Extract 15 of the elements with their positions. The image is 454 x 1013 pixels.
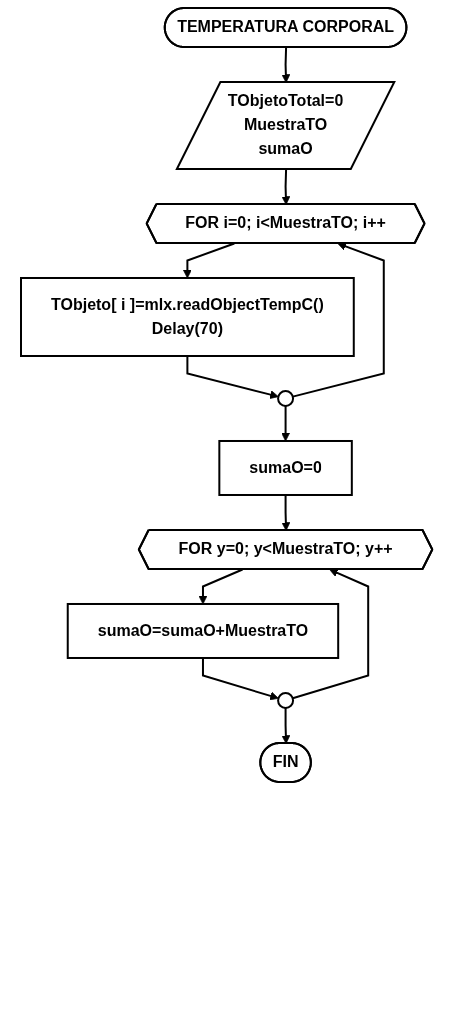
node-circle bbox=[277, 390, 295, 407]
arrow bbox=[292, 242, 386, 398]
node-box: TObjeto[ i ]=mlx.readObjectTempC() Delay(70) bbox=[20, 277, 356, 357]
arrow bbox=[186, 355, 280, 399]
arrow bbox=[292, 568, 370, 700]
arrow bbox=[281, 707, 291, 744]
node-box: sumaO=sumaO+MuestraTO bbox=[67, 603, 340, 659]
arrow bbox=[281, 494, 291, 531]
arrow bbox=[281, 46, 291, 83]
arrow bbox=[198, 568, 244, 605]
arrow bbox=[202, 657, 280, 701]
node-circle bbox=[277, 692, 295, 709]
arrow bbox=[183, 242, 236, 279]
arrow bbox=[281, 405, 291, 442]
node-box: sumaO=0 bbox=[218, 440, 354, 496]
